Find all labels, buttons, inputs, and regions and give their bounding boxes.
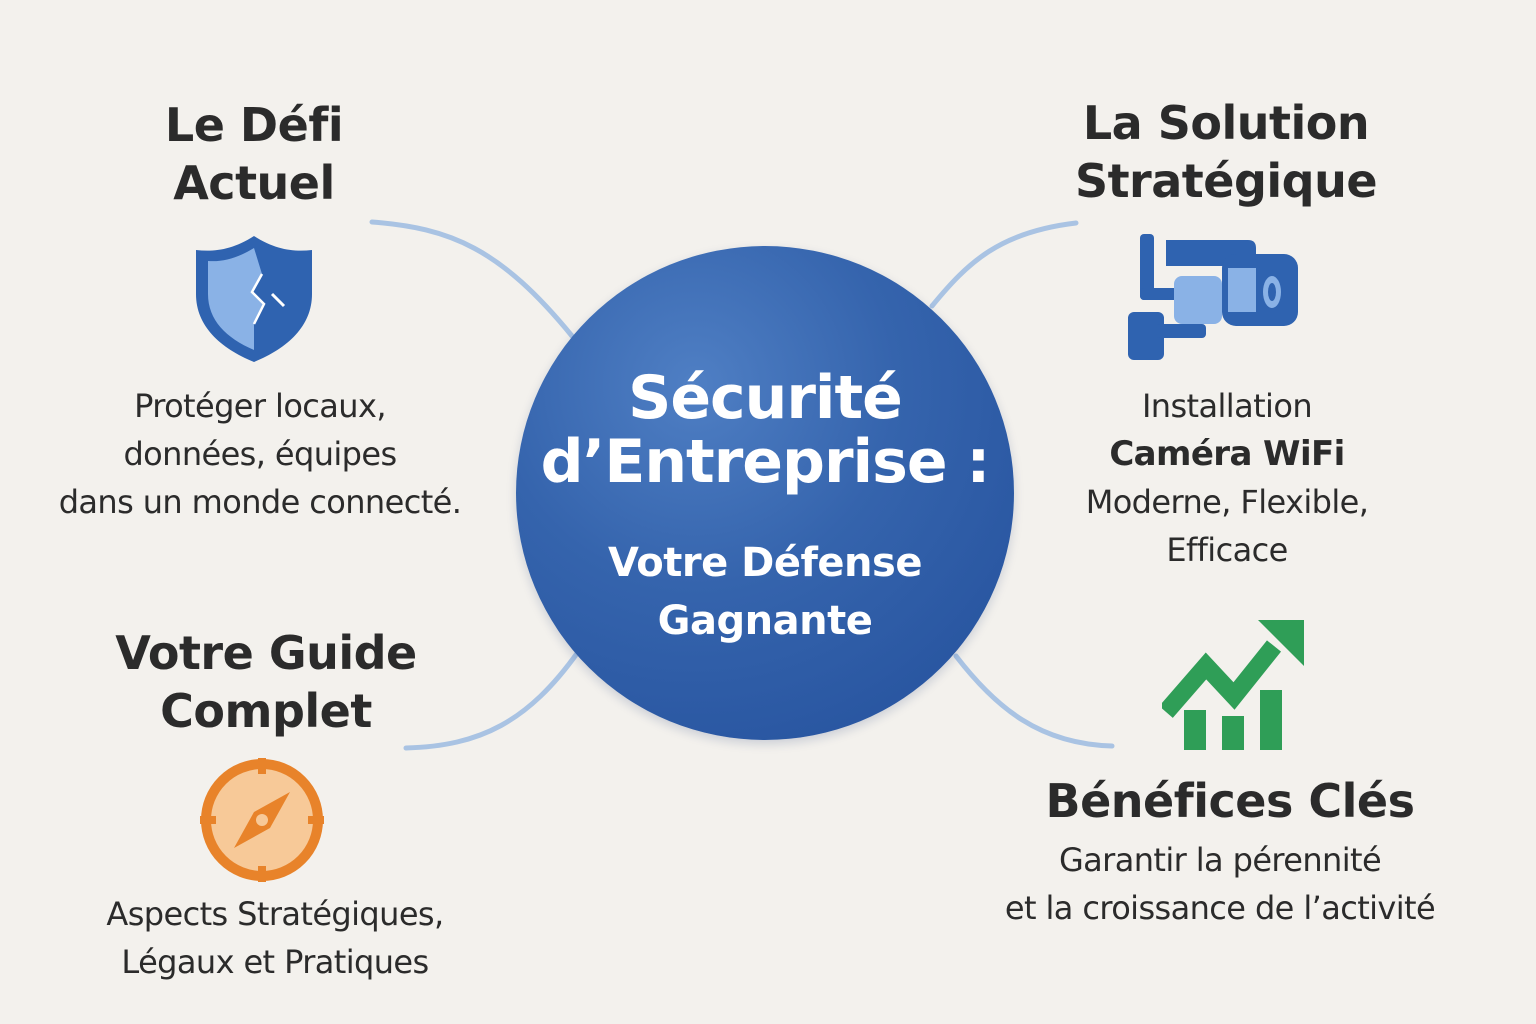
central-subtitle-line: Votre Défense (608, 540, 922, 586)
central-title-line: d’Entreprise : (540, 427, 991, 497)
defi-text-line: données, équipes (123, 435, 397, 473)
connector-guide (403, 649, 581, 751)
node-benefices-text: Garantir la pérennité et la croissance d… (982, 836, 1458, 932)
benefices-heading: Bénéfices Clés (1045, 774, 1415, 828)
solution-text-line: Moderne, Flexible, (1085, 483, 1369, 521)
solution-text-line: Caméra WiFi (1032, 430, 1422, 478)
guide-text-line: Légaux et Pratiques (121, 943, 429, 981)
defi-text-line: dans un monde connecté. (58, 483, 462, 521)
node-guide-heading: Votre Guide Complet (96, 624, 436, 740)
defi-heading-line: Le Défi (164, 98, 344, 152)
compass-icon (200, 758, 324, 882)
broken-shield-icon (196, 236, 312, 362)
defi-heading-line: Actuel (173, 156, 335, 210)
node-defi-text: Protéger locaux, données, équipes dans u… (30, 382, 490, 526)
security-camera-icon (1128, 234, 1298, 360)
node-solution-heading: La Solution Stratégique (1046, 94, 1406, 210)
solution-heading-line: Stratégique (1074, 154, 1378, 208)
central-topic-circle: Sécurité d’Entreprise : Votre Défense Ga… (516, 246, 1014, 740)
benefices-text-line: et la croissance de l’activité (1004, 889, 1436, 927)
guide-text-line: Aspects Stratégiques, (106, 895, 444, 933)
central-subtitle: Votre Défense Gagnante (516, 534, 1014, 650)
connector-defi (369, 219, 575, 339)
solution-text-line: Efficace (1166, 531, 1288, 569)
connector-solution (929, 220, 1079, 309)
node-solution-text: Installation Caméra WiFi Moderne, Flexib… (1032, 382, 1422, 574)
node-guide-text: Aspects Stratégiques, Légaux et Pratique… (60, 890, 490, 986)
defi-text-line: Protéger locaux, (134, 387, 386, 425)
solution-text-emphasis: Caméra WiFi (1109, 434, 1345, 474)
guide-heading-line: Votre Guide (115, 626, 417, 680)
solution-heading-line: La Solution (1082, 96, 1370, 150)
central-title-line: Sécurité (628, 363, 903, 433)
growth-chart-icon (1162, 620, 1304, 750)
central-subtitle-line: Gagnante (657, 598, 873, 644)
connector-benefices (953, 653, 1115, 749)
solution-text-line: Installation (1141, 387, 1313, 425)
node-benefices-heading: Bénéfices Clés (1024, 772, 1436, 830)
node-defi-heading: Le Défi Actuel (104, 96, 404, 212)
guide-heading-line: Complet (160, 684, 372, 738)
benefices-text-line: Garantir la pérennité (1058, 841, 1382, 879)
central-title: Sécurité d’Entreprise : (516, 366, 1014, 494)
